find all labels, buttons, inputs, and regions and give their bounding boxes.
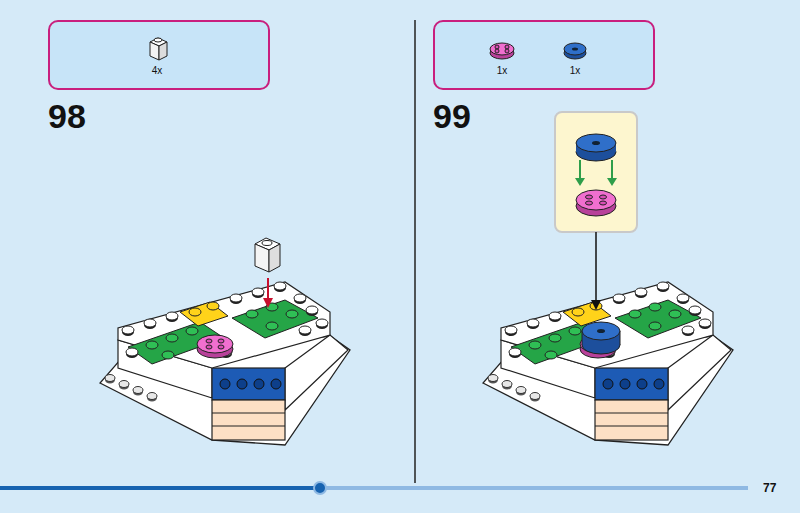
pink-round-plate-icon bbox=[495, 49, 499, 53]
parts-panel bbox=[433, 20, 655, 90]
blue-round-tile-part bbox=[582, 322, 620, 340]
step-number: 99 bbox=[433, 99, 471, 133]
subassembly-callout bbox=[579, 160, 581, 180]
part-count: 1x bbox=[497, 66, 508, 76]
subassembly-callout bbox=[592, 141, 600, 145]
subassembly-callout bbox=[586, 195, 593, 199]
parts-box: 1x 1x bbox=[433, 20, 655, 90]
progress-bar bbox=[0, 482, 748, 494]
white-brick-icon bbox=[154, 38, 162, 42]
placement-arrow bbox=[263, 278, 273, 308]
part-count: 1x bbox=[570, 66, 581, 76]
white-brick-icon bbox=[150, 42, 159, 60]
blue-round-tile-icon bbox=[564, 43, 586, 59]
placement-arrow bbox=[263, 298, 273, 308]
subassembly-callout bbox=[576, 134, 616, 152]
callout-pointer bbox=[595, 232, 597, 302]
page-number: 77 bbox=[763, 482, 776, 494]
pink-round-plate-icon bbox=[490, 43, 514, 59]
white-brick-part bbox=[269, 244, 280, 272]
step-number: 98 bbox=[48, 99, 86, 133]
subassembly-callout bbox=[555, 112, 637, 232]
white-brick-part bbox=[255, 238, 280, 272]
callout-pointer bbox=[591, 232, 601, 310]
pink-round-plate-icon bbox=[505, 45, 509, 49]
white-brick-part bbox=[262, 241, 272, 246]
placement-arrow bbox=[267, 278, 269, 300]
subassembly-callout bbox=[555, 112, 637, 232]
blue-round-tile-part bbox=[582, 322, 620, 354]
boat-model bbox=[100, 282, 350, 445]
pink-round-plate-icon bbox=[505, 49, 509, 53]
subassembly-callout bbox=[611, 160, 613, 180]
progress-bar bbox=[314, 482, 326, 494]
subassembly-callout bbox=[575, 178, 585, 186]
boat-model bbox=[483, 282, 733, 445]
pink-round-plate-icon bbox=[490, 43, 514, 55]
subassembly-callout bbox=[576, 190, 616, 210]
blue-round-tile-part bbox=[597, 329, 605, 333]
blue-round-tile-icon bbox=[564, 43, 586, 55]
progress-bar bbox=[320, 486, 748, 490]
subassembly-callout bbox=[600, 195, 607, 199]
white-brick-icon bbox=[159, 42, 167, 60]
progress-bar bbox=[0, 486, 320, 490]
subassembly-callout bbox=[586, 201, 593, 205]
step-divider bbox=[414, 20, 416, 483]
callout-pointer bbox=[591, 300, 601, 310]
white-brick-icon bbox=[150, 38, 167, 60]
parts-box: 4x bbox=[48, 20, 270, 90]
pink-round-plate-icon bbox=[495, 45, 499, 49]
subassembly-callout bbox=[600, 201, 607, 205]
part-count: 4x bbox=[152, 66, 163, 76]
white-brick-part bbox=[255, 244, 269, 272]
blue-round-tile-icon bbox=[572, 48, 578, 51]
subassembly-callout bbox=[607, 178, 617, 186]
parts-panel bbox=[48, 20, 270, 90]
